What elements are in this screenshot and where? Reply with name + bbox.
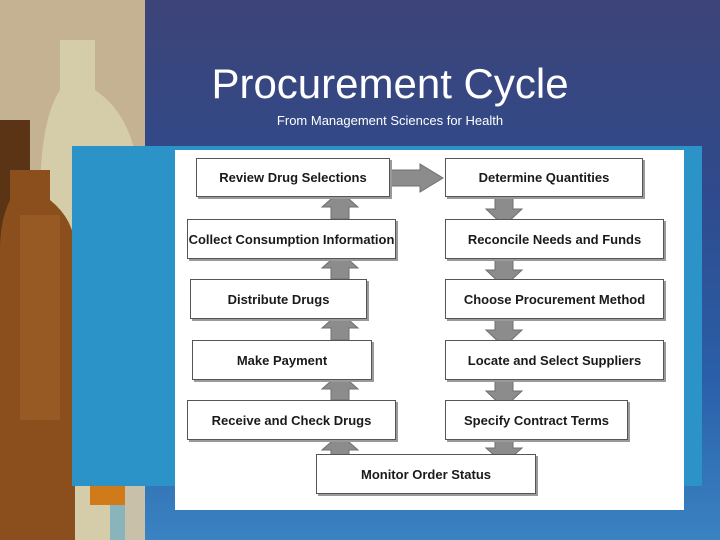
- box-review-drug-selections: Review Drug Selections: [196, 158, 390, 197]
- box-make-payment: Make Payment: [192, 340, 372, 380]
- up-arrow: [320, 251, 360, 280]
- box-distribute-drugs: Distribute Drugs: [190, 279, 367, 319]
- down-arrow: [484, 317, 524, 348]
- slide-title: Procurement Cycle: [211, 60, 569, 107]
- box-locate-and-select-suppliers: Locate and Select Suppliers: [445, 340, 664, 380]
- slide-subtitle: From Management Sciences for Health: [276, 113, 504, 128]
- right-arrow: [390, 163, 444, 193]
- box-receive-and-check-drugs: Receive and Check Drugs: [187, 400, 396, 440]
- up-arrow: [320, 311, 360, 341]
- down-arrow: [484, 257, 524, 288]
- box-reconcile-needs-and-funds: Reconcile Needs and Funds: [445, 219, 664, 259]
- down-arrow: [484, 378, 524, 409]
- box-collect-consumption-information: Collect Consumption Information: [187, 219, 396, 259]
- up-arrow: [320, 372, 360, 401]
- box-specify-contract-terms: Specify Contract Terms: [445, 400, 628, 440]
- box-determine-quantities: Determine Quantities: [445, 158, 643, 197]
- diagram-panel: [175, 150, 684, 510]
- box-monitor-order-status: Monitor Order Status: [316, 454, 536, 494]
- down-arrow: [484, 196, 524, 227]
- box-choose-procurement-method: Choose Procurement Method: [445, 279, 664, 319]
- up-arrow: [320, 190, 360, 220]
